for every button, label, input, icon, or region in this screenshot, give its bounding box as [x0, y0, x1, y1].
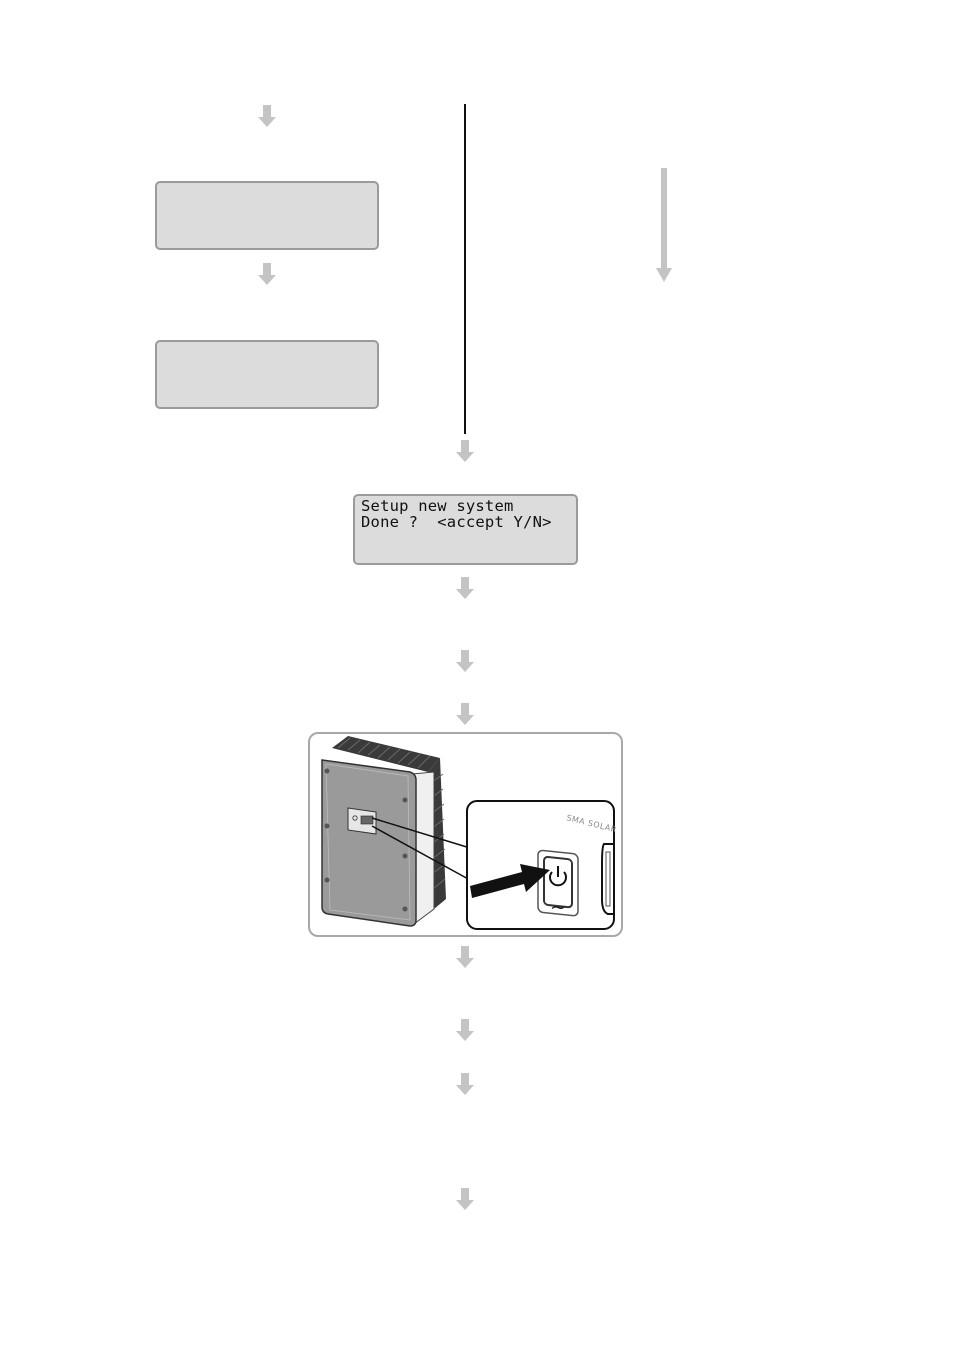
display-box-empty: [155, 340, 379, 409]
display-box-empty: [155, 181, 379, 250]
cover-screws: [324, 768, 408, 912]
flow-arrow-down-icon: [456, 440, 474, 462]
display-setup-confirm: Setup new system Done ? <accept Y/N>: [353, 494, 578, 565]
device-illustration-frame: SMA SOLAR ~: [308, 732, 623, 937]
branch-divider-line: [464, 104, 466, 434]
flow-arrow-down-icon: [456, 1073, 474, 1095]
flow-arrow-down-icon: [258, 105, 276, 127]
flow-arrow-down-icon: [456, 577, 474, 599]
power-icon: [549, 866, 567, 887]
flow-arrow-down-icon: [456, 1188, 474, 1210]
flow-arrow-down-icon: [456, 1019, 474, 1041]
power-button-zoom-inset: SMA SOLAR ~: [466, 800, 618, 930]
flow-arrow-down-icon: [456, 703, 474, 725]
flow-arrow-down-icon: [258, 263, 276, 285]
display-line-2: Done ? <accept Y/N>: [361, 513, 552, 531]
ac-symbol: ~: [550, 895, 567, 919]
flow-arrow-down-icon: [456, 650, 474, 672]
display-line-1: Setup new system: [361, 497, 514, 515]
long-flow-arrow-down-icon: [656, 168, 672, 282]
press-arrow-icon: [470, 864, 550, 898]
flow-arrow-down-icon: [456, 946, 474, 968]
inverter-device-illustration: SMA SOLAR ~: [321, 736, 618, 930]
